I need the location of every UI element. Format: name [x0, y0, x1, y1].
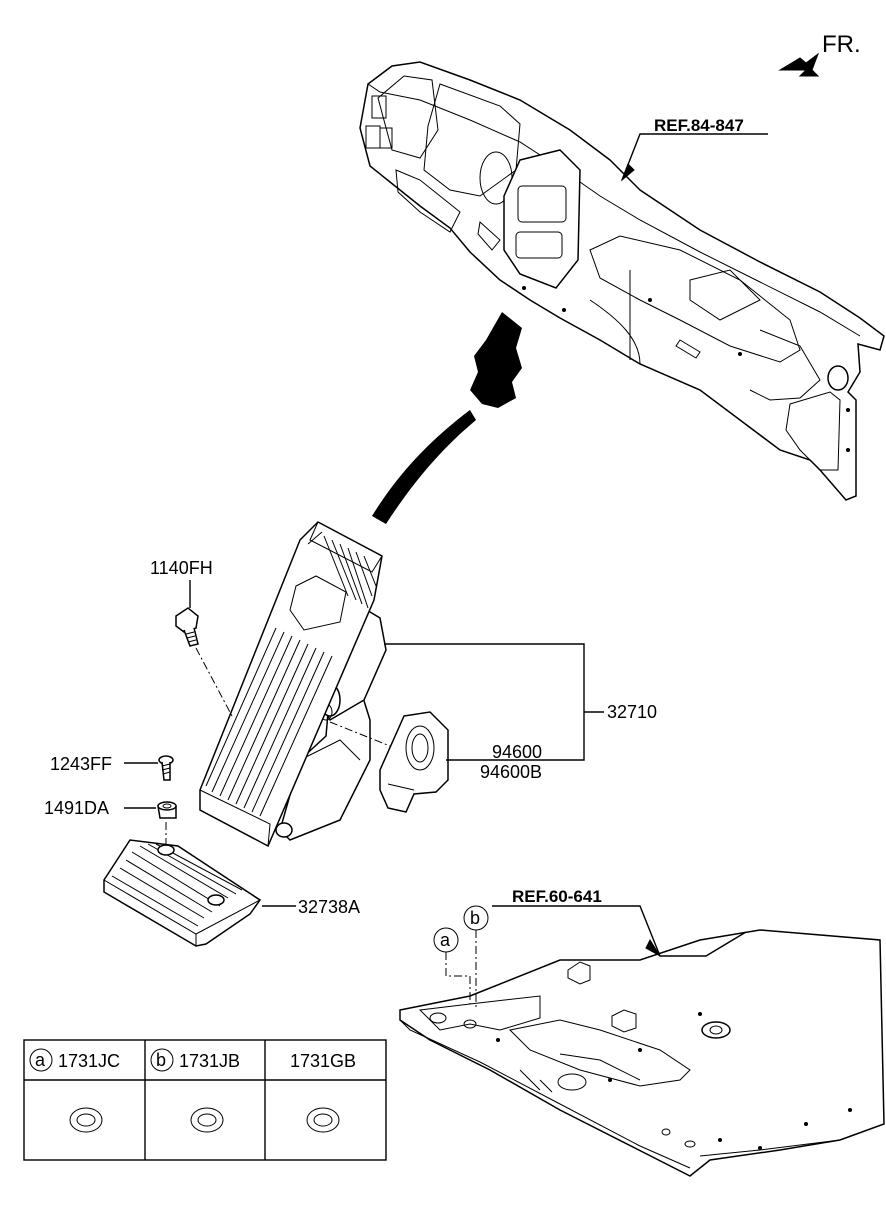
pedal-pad-label: 32738A: [298, 897, 360, 917]
sensor-label-2: 94600B: [480, 762, 542, 782]
bolt-label: 1140FH: [150, 558, 213, 578]
plug-marker-b: b: [156, 1050, 166, 1070]
plug-column-b: b 1731JB: [150, 1048, 240, 1133]
front-label: FR.: [822, 31, 861, 58]
plug-marker-a: a: [35, 1050, 46, 1070]
front-direction: FR.: [778, 31, 861, 77]
marker-b: b: [463, 905, 489, 1010]
plug-code-1731jb: 1731JB: [179, 1051, 240, 1071]
nut-label: 1491DA: [44, 798, 109, 818]
floor-ref-label: REF.60-641: [512, 887, 602, 906]
plug-code-1731gb: 1731GB: [290, 1051, 356, 1071]
floor-reference: REF.60-641: [492, 887, 747, 957]
sensor-label-1: 94600: [492, 742, 542, 762]
pedal-callout-bracket: 32710 94600 94600B: [384, 643, 657, 782]
marker-b-label: b: [470, 908, 480, 928]
accelerator-pedal-assembly: [199, 521, 387, 848]
dashboard-ref-label: REF.84-847: [654, 116, 744, 135]
location-arrow: [372, 312, 522, 524]
plug-table: a 1731JC b 1731JB 1731GB: [23, 1039, 387, 1161]
pedal-sensor: [379, 711, 449, 813]
plug-column-a: a 1731JC: [29, 1048, 120, 1133]
dashboard-panel: [359, 61, 885, 501]
plug-column-c: 1731GB: [290, 1051, 356, 1133]
marker-a-label: a: [440, 930, 451, 950]
screw-label: 1243FF: [50, 754, 112, 774]
pedal-pad-part: 32738A: [103, 839, 360, 947]
plug-code-1731jc: 1731JC: [58, 1051, 120, 1071]
arrow-front-icon: [778, 52, 820, 77]
pedal-assembly-label: 32710: [607, 702, 657, 722]
marker-a: a: [433, 927, 471, 1004]
screw-part: 1243FF: [50, 754, 174, 781]
bolt-part: 1140FH: [150, 558, 213, 647]
floor-panel: [399, 929, 885, 1177]
sensor-dash-line: [329, 721, 391, 747]
bolt-dash-line: [195, 647, 233, 717]
dashboard-reference: REF.84-847: [620, 116, 768, 182]
nut-part: 1491DA: [44, 798, 177, 819]
